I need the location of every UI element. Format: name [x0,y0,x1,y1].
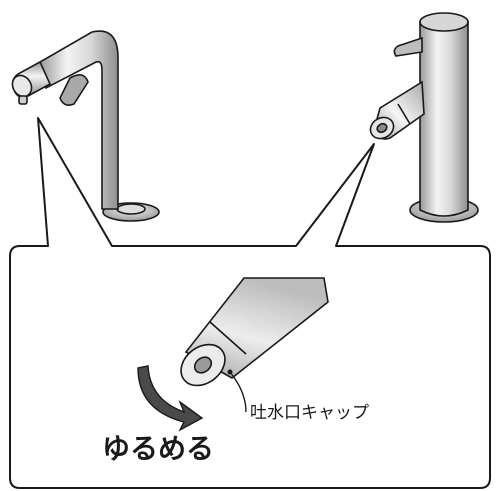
left-faucet-spout-end [11,74,33,98]
right-faucet-handle [393,36,423,57]
right-faucet-spout-hole [376,122,388,134]
zoomed-spout-outlet [193,356,213,374]
zoomed-spout-cap-seam [209,321,247,355]
action-label: ゆるめる [102,432,214,465]
right-faucet-top [419,12,469,32]
left-faucet-outlet [18,95,28,105]
part-name-label: 吐水口キャップ [250,403,369,423]
right-faucet-body [419,21,469,217]
right-faucet [369,12,479,223]
left-faucet-base-top [116,203,146,215]
right-faucet-spout-seam [397,103,411,125]
cap-leader-line [229,371,247,413]
left-faucet-neck [39,30,119,210]
cap-leader-dot [227,369,233,375]
zoomed-spout [180,277,329,387]
left-faucet [11,30,160,222]
left-faucet-lever [59,74,89,106]
curved-arrow-icon [137,365,204,432]
